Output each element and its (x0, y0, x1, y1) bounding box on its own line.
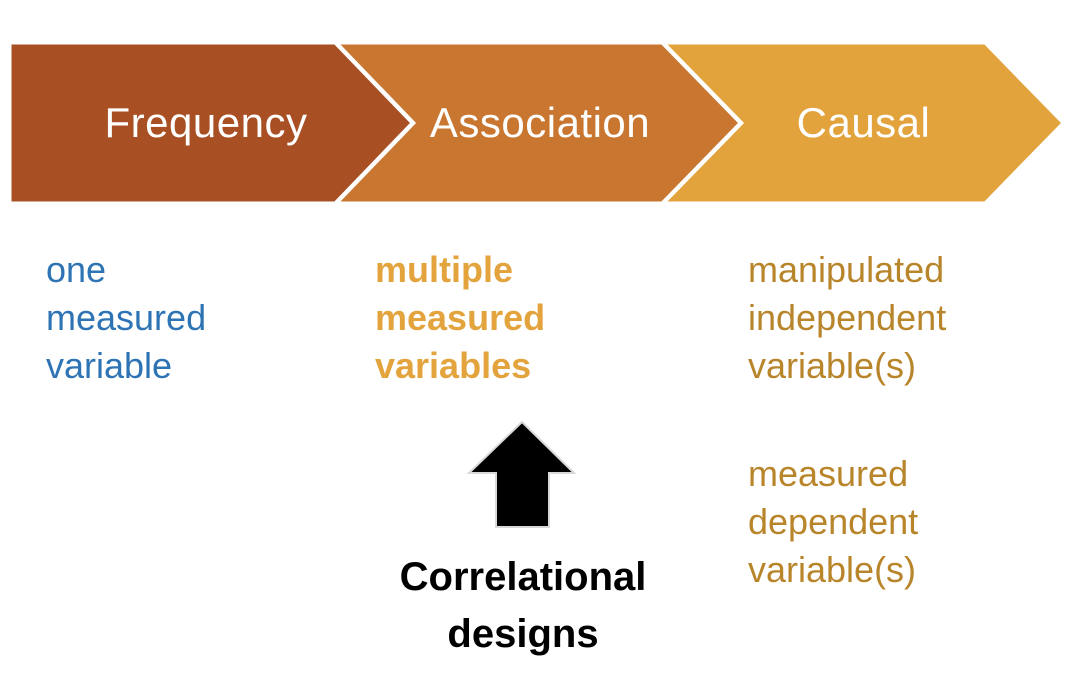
causal-description-independent: manipulated independent variable(s) (748, 246, 946, 390)
frequency-description: one measured variable (46, 246, 206, 390)
text-line: one (46, 249, 107, 290)
caption-line: designs (447, 612, 599, 656)
text-line: manipulated (748, 249, 945, 290)
text-line: independent (748, 297, 947, 338)
text-line: multiple (375, 249, 514, 290)
text-line: variables (375, 345, 532, 386)
text-line: dependent (748, 501, 919, 542)
association-description: multiple measured variables (375, 246, 545, 390)
causal-description-dependent: measured dependent variable(s) (748, 450, 918, 594)
text-line: variable(s) (748, 345, 917, 386)
text-line: variable(s) (748, 549, 917, 590)
text-line: measured (375, 297, 546, 338)
up-arrow-icon (466, 420, 577, 528)
correlational-designs-caption: Correlational designs (323, 549, 723, 663)
caption-line: Correlational (399, 555, 647, 599)
chevron-frequency (8, 41, 415, 205)
text-line: measured (46, 297, 207, 338)
text-line: variable (46, 345, 173, 386)
text-line: measured (748, 453, 909, 494)
